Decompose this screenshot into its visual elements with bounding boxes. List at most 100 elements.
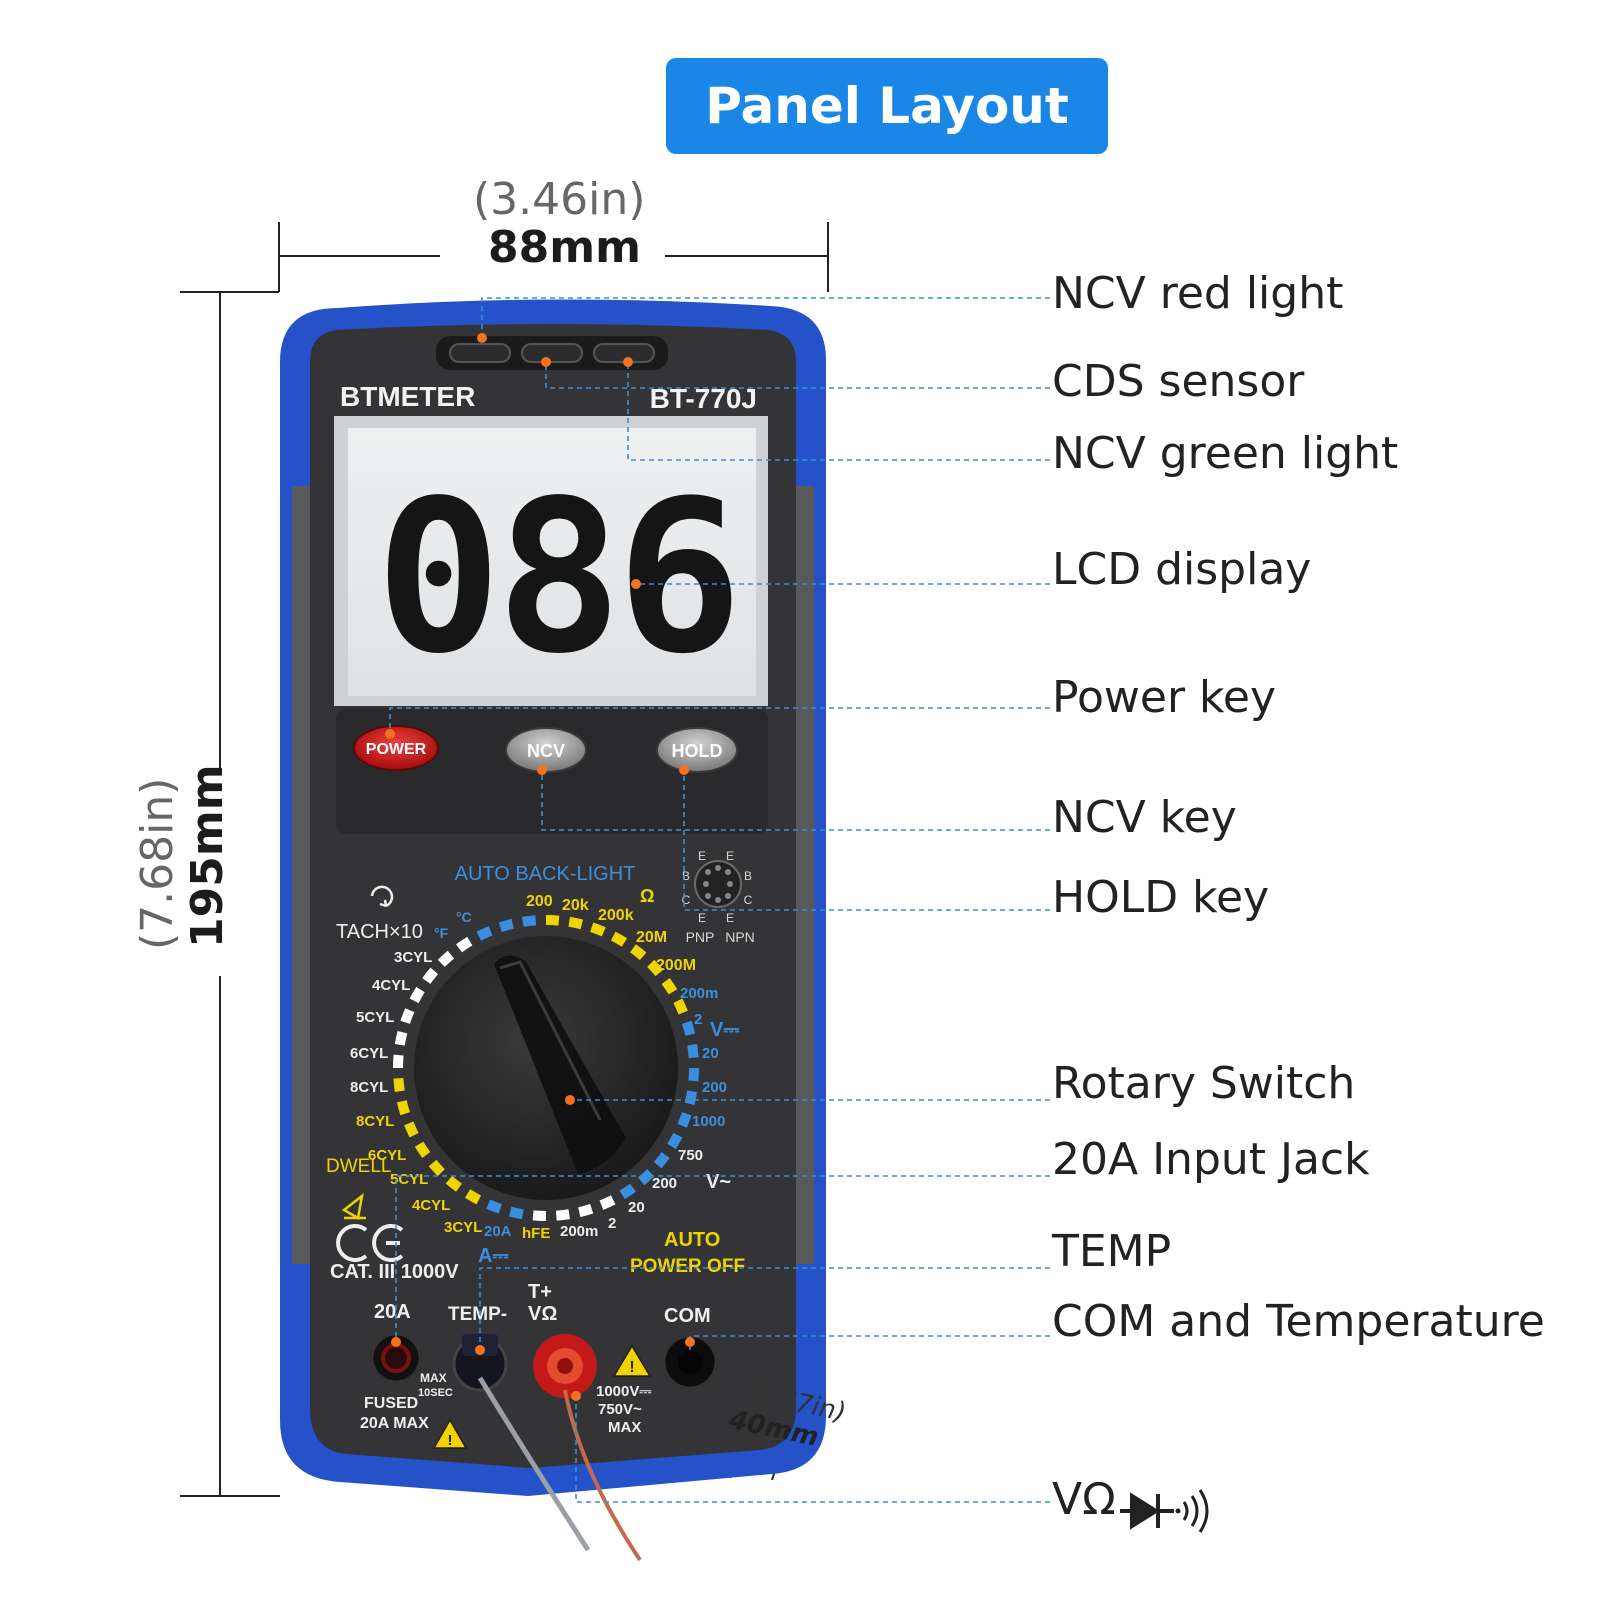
leader-line — [541, 770, 1050, 831]
leader-line — [627, 362, 1050, 461]
npn-label: NPN — [725, 929, 755, 945]
callout-label: NCV red light — [1052, 268, 1344, 319]
dial-ring-segment — [393, 1054, 404, 1069]
jack-20a-label: 20A — [374, 1301, 411, 1323]
callout-leaders — [385, 297, 1050, 1503]
dial-ring-segment — [610, 931, 628, 947]
dial-ring-segment — [684, 1090, 698, 1106]
dial-range-label: °C — [456, 909, 472, 925]
dial-ring-segment — [498, 918, 514, 932]
leader-line — [683, 770, 1050, 911]
leader-line — [479, 1267, 1050, 1350]
dcv-unit-label: V⎓ — [710, 1019, 739, 1041]
dial-ring-segment — [555, 1209, 570, 1221]
dial-ring-segment — [400, 1008, 415, 1024]
volt-max-label: MAX — [608, 1419, 641, 1436]
svg-text:POWER: POWER — [366, 741, 427, 758]
callout-label: Power key — [1052, 672, 1277, 723]
dwell-label: DWELL — [326, 1156, 391, 1177]
leader-line — [395, 1175, 1050, 1342]
callout-dot — [391, 1337, 401, 1347]
dial-ring-segment — [445, 1175, 462, 1192]
dial-cylinder-label: 3CYL — [444, 1219, 482, 1236]
title-banner: Panel Layout — [666, 58, 1108, 154]
dca-unit-label: A⎓ — [478, 1245, 508, 1267]
dial-cylinder-label: 6CYL — [350, 1045, 388, 1062]
callout-dot — [385, 729, 395, 739]
dial-cylinder-label: 5CYL — [356, 1009, 394, 1026]
dial-ring-segment — [464, 1189, 482, 1205]
socket-pin-label: B — [744, 869, 752, 883]
dial-ring-segment — [667, 1132, 683, 1150]
ce-mark — [336, 1224, 404, 1262]
dial-range-label: 20A — [484, 1223, 512, 1240]
dial-range-label: 200 — [526, 893, 553, 910]
cat-rating-label: CAT. III 1000V — [330, 1261, 459, 1283]
callout-dot — [631, 579, 641, 589]
dial-ring-segment — [476, 926, 493, 941]
dial-ring-segment — [637, 1169, 655, 1186]
svg-text:!: ! — [629, 1359, 634, 1376]
svg-text:NCV: NCV — [527, 741, 565, 761]
dial-cylinder-label: 8CYL — [356, 1113, 394, 1130]
dial-range-label: 20k — [562, 897, 589, 914]
dial-ring-segment — [486, 1199, 502, 1214]
dial-ring-segment — [677, 1112, 692, 1128]
dial-range-label: °F — [434, 925, 449, 941]
brand-label: BTMETER — [340, 381, 475, 412]
dial-ring-segment — [673, 998, 688, 1015]
dc-max-label: 1000V⎓ — [596, 1383, 651, 1400]
callout-dot — [477, 333, 487, 343]
sensor-housing — [436, 336, 668, 370]
socket-pin-label: C — [744, 893, 753, 907]
dial-ring-segment — [661, 978, 678, 995]
dial-ring-segment — [653, 1152, 670, 1169]
tach-icon — [370, 885, 394, 908]
dial-ring-segment — [437, 950, 455, 967]
dial-ring-segment — [404, 1121, 419, 1138]
callout-dot — [571, 1391, 581, 1401]
auto-backlight-label: AUTO BACK-LIGHT — [455, 863, 636, 885]
power-key: POWER — [353, 725, 439, 771]
dial-ring-segment — [422, 967, 439, 984]
fused-label: FUSED — [364, 1395, 418, 1412]
dial-ring-segment — [409, 986, 425, 1004]
svg-text:HOLD: HOLD — [672, 741, 723, 761]
dial-ring-segment — [456, 936, 473, 953]
dial-range-label: 2 — [608, 1215, 616, 1232]
dial-ring-segment — [396, 1100, 410, 1116]
socket-pin-label: E — [726, 849, 734, 863]
dial-range-label: 20 — [702, 1045, 719, 1062]
dial-cylinder-label: 4CYL — [412, 1197, 450, 1214]
dial-ring-segment — [394, 1030, 408, 1046]
callout-dot — [679, 765, 689, 775]
socket-pin-label: E — [726, 911, 734, 925]
dial-range-label: 1000 — [692, 1113, 725, 1130]
dial-ring-segment — [393, 1077, 405, 1092]
jack-vohm-label: VΩ — [528, 1303, 557, 1325]
leader-line — [389, 707, 1050, 734]
dial-range-label: 20M — [636, 929, 667, 946]
auto-label: AUTO — [664, 1229, 720, 1251]
jack-temp-label: TEMP- — [448, 1304, 507, 1325]
callout-label: CDS sensor — [1052, 356, 1305, 407]
hold-key: HOLD — [656, 727, 738, 773]
svg-text:!: ! — [448, 1432, 453, 1449]
dial-range-label: 750 — [678, 1147, 703, 1164]
dial-range-label: 200 — [652, 1175, 677, 1192]
dial-ring-segment — [545, 915, 560, 926]
tach-label: TACH×10 — [336, 921, 423, 943]
lcd-reading: 086 — [375, 455, 736, 700]
callout-dot — [565, 1095, 575, 1105]
dial-ring-segment — [590, 922, 606, 937]
callout-dot — [541, 357, 551, 367]
callout-label: HOLD key — [1052, 872, 1270, 923]
dial-range-label: Ω — [640, 886, 654, 906]
callout-dot — [623, 357, 633, 367]
dial-range-label: 20 — [628, 1199, 645, 1216]
dial-ring-segment — [688, 1067, 699, 1082]
socket-pin-label: E — [698, 849, 706, 863]
callout-label: NCV key — [1052, 792, 1237, 843]
temperature-probe-wires — [477, 1376, 642, 1562]
